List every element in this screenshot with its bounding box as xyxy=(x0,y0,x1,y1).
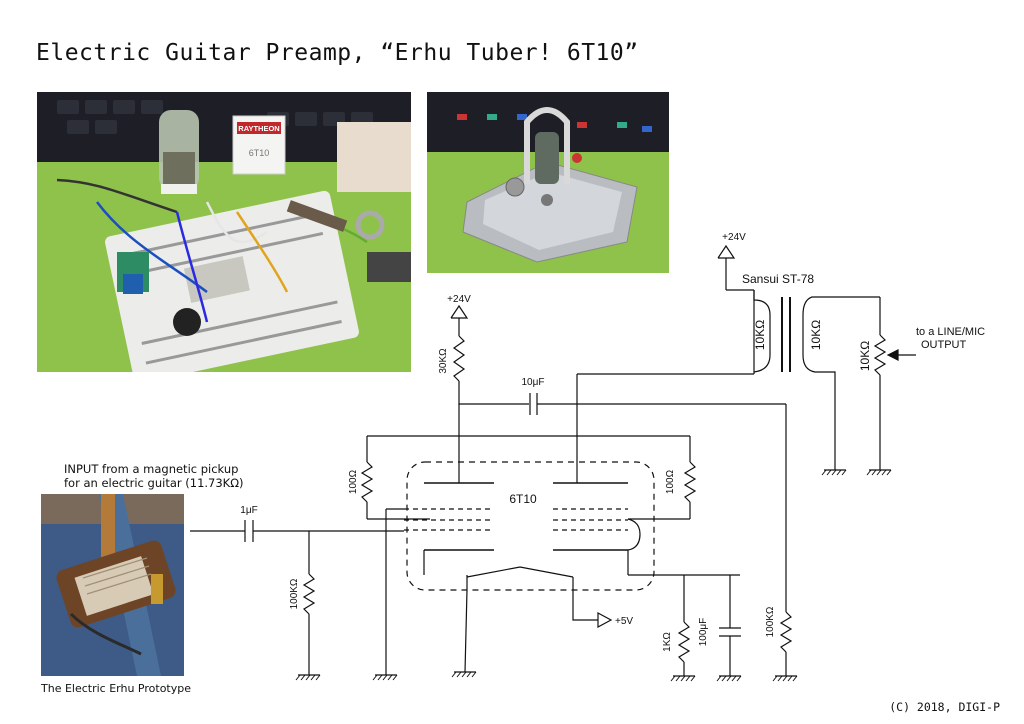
input-label: INPUT from a magnetic pickup for an elec… xyxy=(64,462,244,490)
r-grid-label: 100KΩ xyxy=(289,578,300,609)
r-cathode-label: 1KΩ xyxy=(662,632,673,652)
raytheon-box-tube-text: 6T10 xyxy=(249,148,270,158)
page-title: Electric Guitar Preamp, “Erhu Tuber! 6T1… xyxy=(36,40,639,66)
raytheon-badge-text: RAYTHEON xyxy=(238,124,279,133)
enclosure-photo xyxy=(427,92,669,273)
r-right-label: 100Ω xyxy=(665,469,676,494)
supply-label-plate: +24V xyxy=(447,294,471,305)
xfmr-secondary-label: 10KΩ xyxy=(809,320,823,350)
transformer-label: Sansui ST-78 xyxy=(742,272,814,286)
supply-label-transformer: +24V xyxy=(722,232,746,243)
tube-label: 6T10 xyxy=(509,492,537,506)
c-coupling-label: 10μF xyxy=(522,377,545,388)
c-cathode-label: 100μF xyxy=(698,618,709,647)
output-label-line-1: to a LINE/MIC xyxy=(916,326,985,338)
r-left-label: 100Ω xyxy=(348,469,359,494)
input-label-line-1: INPUT from a magnetic pickup xyxy=(64,462,239,476)
r-load-label: 100KΩ xyxy=(765,606,776,637)
erhu-caption: The Electric Erhu Prototype xyxy=(41,682,191,695)
c-input-label: 1μF xyxy=(240,505,257,516)
xfmr-primary-label: 10KΩ xyxy=(753,320,767,350)
erhu-photo xyxy=(41,494,184,676)
pot-output-label: 10KΩ xyxy=(858,341,872,371)
copyright: (C) 2018, DIGI-P xyxy=(889,700,1000,714)
output-label-line-2: OUTPUT xyxy=(921,339,967,351)
breadboard-photo: RAYTHEON 6T10 xyxy=(37,92,411,372)
filament-supply-label: +5V xyxy=(615,616,633,627)
r-plate-label: 30KΩ xyxy=(438,348,449,374)
input-label-line-2: for an electric guitar (11.73KΩ) xyxy=(64,476,244,490)
